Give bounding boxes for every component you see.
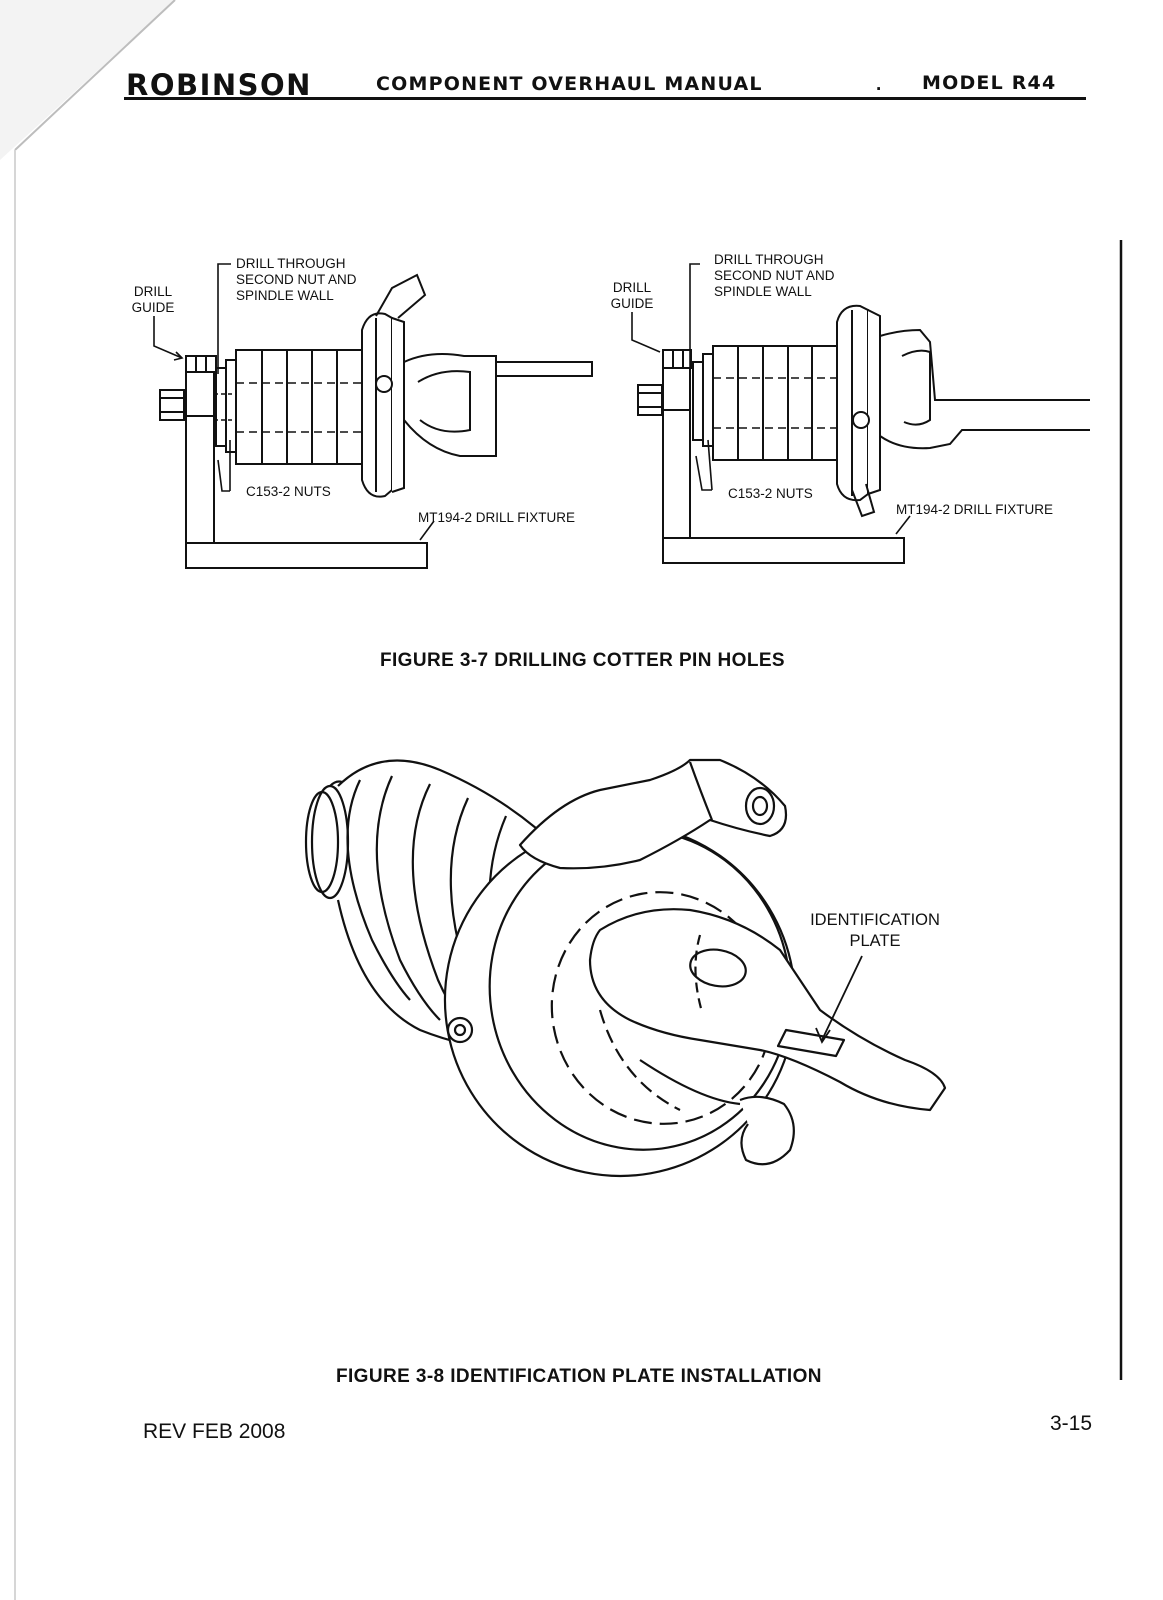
figure-3-7-caption: FIGURE 3-7 DRILLING COTTER PIN HOLES (380, 650, 785, 671)
revision-date: REV FEB 2008 (143, 1420, 286, 1443)
nuts-label-right: C153-2 NUTS (728, 486, 813, 501)
fixture-label-right: MT194-2 DRILL FIXTURE (896, 502, 1054, 517)
header-separator: . (876, 74, 882, 95)
figure-3-8-illustration: IDENTIFICATION PLATE (304, 758, 947, 1178)
drill-guide-label-right: DRILL GUIDE (610, 280, 654, 311)
drill-fixture-drawing-left (153, 263, 593, 569)
drill-guide-label-left: DRILL GUIDE (131, 284, 175, 315)
fixture-label-left: MT194-2 DRILL FIXTURE (418, 510, 576, 525)
header-rule (124, 97, 1086, 100)
drill-through-label-left: DRILL THROUGH SECOND NUT AND SPINDLE WAL… (236, 256, 357, 303)
header-title: COMPONENT OVERHAUL MANUAL (376, 73, 763, 95)
page-number: 3-15 (1050, 1412, 1093, 1435)
header-brand: ROBINSON (126, 68, 312, 102)
drill-through-label-right: DRILL THROUGH SECOND NUT AND SPINDLE WAL… (714, 252, 835, 299)
header-model: MODEL R44 (922, 72, 1057, 94)
figure-3-8-caption: FIGURE 3-8 IDENTIFICATION PLATE INSTALLA… (336, 1366, 822, 1387)
figure-3-7-left-view: DRILL GUIDE DRILL THROUGH SECOND NUT AND… (0, 0, 600, 600)
hub-assembly-drawing (304, 758, 947, 1178)
drill-fixture-drawing-right (631, 263, 1090, 564)
nuts-label-left: C153-2 NUTS (246, 484, 331, 499)
figure-3-7-right-view: DRILL GUIDE DRILL THROUGH SECOND NUT AND… (0, 0, 1100, 600)
identification-plate-label: IDENTIFICATION PLATE (810, 911, 940, 950)
